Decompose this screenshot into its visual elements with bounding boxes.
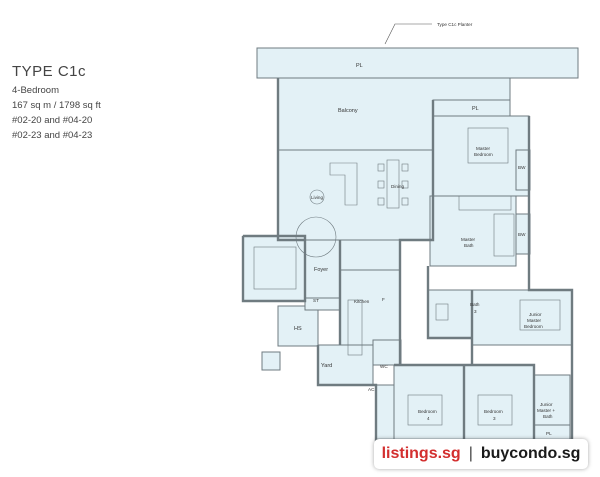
junior-master-label-1: Junior (529, 312, 542, 317)
bedroom-4-area (393, 364, 465, 441)
bw-upper-label: BW (518, 165, 526, 170)
coffee-table (309, 189, 325, 205)
store-area (304, 297, 341, 311)
junior-master-label-2: Master (527, 318, 542, 323)
bedroom4-label-2: 4 (427, 416, 430, 421)
pl-top-label: PL (356, 63, 363, 69)
junior-master-bedroom-area (471, 289, 573, 346)
planter-bottom (533, 424, 571, 441)
ac-label: AC (368, 387, 375, 392)
master-bath-label-1: Master (461, 237, 476, 242)
pl-mid-label: PL (472, 106, 479, 112)
wc-label: WC (380, 364, 388, 369)
bath3-label-2: 3 (474, 309, 477, 314)
bedroom4-label-1: Bedroom (418, 409, 437, 414)
master-wardrobe (458, 195, 512, 211)
planter-top (256, 47, 579, 79)
unit-numbers-1: #02-20 and #04-20 (12, 115, 93, 126)
hs-label: HS (294, 326, 302, 332)
lift-car (253, 246, 297, 290)
unit-type-title: TYPE C1c (12, 63, 87, 80)
planter-note-leader (384, 23, 432, 45)
door-swing (295, 216, 337, 258)
furniture (253, 127, 561, 426)
junior-bath-label-2: Master + (537, 408, 555, 413)
household-shelter (277, 305, 319, 347)
plan-fills (242, 47, 579, 441)
unit-info-panel: TYPE C1c 4-Bedroom 167 sq m / 1798 sq ft… (12, 64, 101, 143)
watermark-banner: listings.sg | buycondo.sg (374, 439, 588, 469)
kitchen-label: Kitchen (354, 299, 370, 304)
f-label: F (382, 297, 385, 302)
st-label: ST (313, 298, 319, 303)
ac-ledge (375, 384, 395, 441)
listings-logo-text: listings.sg (381, 445, 461, 462)
junior-bath-label-3: Bath (543, 414, 553, 419)
junior-bath-area (533, 374, 571, 426)
dining-table (386, 159, 400, 209)
bedroom-4-bed (407, 394, 443, 426)
bedroom-count: 4-Bedroom (12, 85, 59, 96)
master-bedroom-label-1: Master (476, 146, 491, 151)
bath3-label-1: Bath (470, 302, 480, 307)
sofa (329, 162, 358, 206)
bathtub (493, 213, 515, 257)
dining-label: Dining (391, 184, 404, 189)
unit-area: 167 sq m / 1798 sq ft (12, 100, 101, 111)
master-bath-label-2: Bath (464, 243, 474, 248)
balcony-label: Balcony (338, 108, 358, 114)
yard-label: Yard (321, 363, 332, 369)
pl-bottom-label: PL (546, 431, 552, 436)
unit-numbers-2: #02-23 and #04-23 (12, 130, 93, 141)
bath3-fixture (435, 303, 449, 321)
yard-corner (261, 351, 281, 371)
living-label: Living (311, 195, 323, 200)
junior-master-label-3: Bedroom (524, 324, 543, 329)
wc-area (372, 339, 402, 366)
bedroom-3-area (463, 364, 535, 441)
junior-bath-label-1: Junior (540, 402, 553, 407)
master-bedroom-label-2: Bedroom (474, 152, 493, 157)
bedroom3-label-1: Bedroom (484, 409, 503, 414)
planter-note-label: Type C1c Planter (437, 22, 473, 27)
junior-master-bed (519, 299, 561, 331)
bedroom3-label-2: 3 (493, 416, 496, 421)
bw-lower-label: BW (518, 232, 526, 237)
kitchen-counter (347, 299, 363, 356)
buycondo-logo-text: buycondo.sg (480, 445, 581, 462)
master-bath-area (429, 195, 517, 267)
bedroom-3-bed (477, 394, 513, 426)
bath-3-area (427, 289, 473, 339)
living-dining-area (277, 149, 434, 241)
master-bed (467, 127, 509, 164)
watermark-separator: | (468, 445, 473, 462)
foyer-label: Foyer (314, 267, 328, 273)
